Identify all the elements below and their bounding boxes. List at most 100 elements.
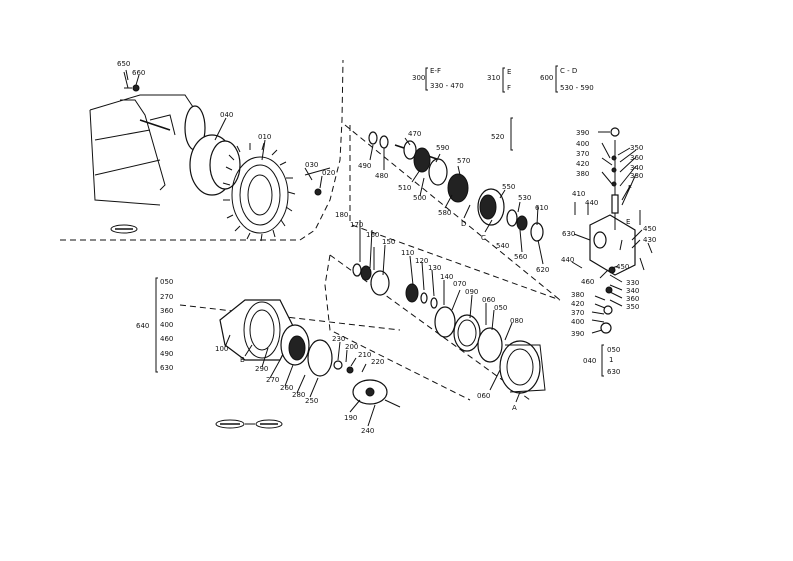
callout-660: 660 bbox=[132, 69, 145, 77]
callout-280: 280 bbox=[292, 391, 305, 399]
hydraulic-motor-assembly bbox=[368, 127, 653, 334]
group-300-key: 300 bbox=[412, 74, 425, 82]
callout-200: 200 bbox=[345, 343, 358, 351]
callout-040: 040 bbox=[220, 111, 233, 119]
callout-020: 020 bbox=[322, 169, 335, 177]
callout-F: F bbox=[628, 184, 632, 192]
callout-380-lower: 380 bbox=[571, 291, 584, 299]
callout-650: 650 bbox=[117, 60, 130, 68]
group-040-item-2: 1 bbox=[609, 356, 613, 364]
callout-340-upper: 340 bbox=[630, 164, 643, 172]
callout-060-upper: 060 bbox=[482, 296, 495, 304]
group-300-item-2: 330 - 470 bbox=[430, 82, 464, 90]
group-640-key: 640 bbox=[136, 322, 149, 330]
group-640-item-3: 360 bbox=[160, 307, 173, 315]
callout-190: 190 bbox=[344, 414, 357, 422]
callout-570: 570 bbox=[457, 157, 470, 165]
group-040-key: 040 bbox=[583, 357, 596, 365]
callout-460: 460 bbox=[581, 278, 594, 286]
callout-250: 250 bbox=[305, 397, 318, 405]
callout-360-upper: 360 bbox=[630, 154, 643, 162]
callout-470: 470 bbox=[408, 130, 421, 138]
callout-010: 010 bbox=[258, 133, 271, 141]
callout-350-upper: 350 bbox=[630, 144, 643, 152]
group-640-item-4: 400 bbox=[160, 321, 173, 329]
callout-360-lower: 360 bbox=[626, 295, 639, 303]
reference-stamp-top bbox=[110, 224, 138, 234]
callout-150: 150 bbox=[382, 238, 395, 246]
callout-210: 210 bbox=[358, 351, 371, 359]
callout-170: 170 bbox=[350, 221, 363, 229]
callout-450-upper: 450 bbox=[643, 225, 656, 233]
group-040: 040 050 1 630 bbox=[583, 344, 620, 377]
callout-400-upper: 400 bbox=[576, 140, 589, 148]
group-310-item-1: E bbox=[507, 68, 511, 76]
leader-lines bbox=[125, 69, 643, 427]
callout-430: 430 bbox=[643, 236, 656, 244]
callout-610: 610 bbox=[535, 204, 548, 212]
sprocket-teeth bbox=[222, 142, 296, 242]
callout-590: 590 bbox=[436, 144, 449, 152]
callout-530: 530 bbox=[518, 194, 531, 202]
callout-160: 160 bbox=[366, 231, 379, 239]
group-600: 600 C - D 530 - 590 bbox=[540, 65, 594, 93]
group-640-item-5: 460 bbox=[160, 335, 173, 343]
callout-A: A bbox=[512, 404, 517, 412]
group-300-item-1: E-F bbox=[430, 67, 441, 75]
group-300: 300 E-F 330 - 470 bbox=[412, 67, 464, 91]
callout-270: 270 bbox=[266, 376, 279, 384]
callout-labels: 650 660 040 010 030 020 470 490 480 590 … bbox=[117, 60, 656, 435]
callout-410: 410 bbox=[572, 190, 585, 198]
callout-420-upper: 420 bbox=[576, 160, 589, 168]
callout-180: 180 bbox=[335, 211, 348, 219]
callout-140: 140 bbox=[440, 273, 453, 281]
callout-330-upper: 330 bbox=[630, 172, 643, 180]
callout-100: 100 bbox=[215, 345, 228, 353]
callout-490: 490 bbox=[358, 162, 371, 170]
group-640-item-7: 630 bbox=[160, 364, 173, 372]
group-640-item-6: 490 bbox=[160, 350, 173, 358]
callout-130: 130 bbox=[428, 264, 441, 272]
callout-400-lower: 400 bbox=[571, 318, 584, 326]
callout-630: 630 bbox=[562, 230, 575, 238]
callout-C: C bbox=[481, 234, 486, 242]
callout-380-upper: 380 bbox=[576, 170, 589, 178]
group-600-key: 600 bbox=[540, 74, 553, 82]
group-640-item-2: 270 bbox=[160, 293, 173, 301]
callout-580: 580 bbox=[438, 209, 451, 217]
callout-260: 260 bbox=[280, 384, 293, 392]
callout-090: 090 bbox=[465, 288, 478, 296]
group-640: 640 050 270 360 400 460 490 630 bbox=[136, 277, 173, 373]
group-310-item-2: F bbox=[507, 84, 511, 92]
callout-500: 500 bbox=[413, 194, 426, 202]
group-600-item-1: C - D bbox=[560, 67, 577, 75]
callout-070: 070 bbox=[453, 280, 466, 288]
brake-drum-assembly bbox=[219, 299, 401, 408]
callout-230: 230 bbox=[332, 335, 345, 343]
callout-080: 080 bbox=[510, 317, 523, 325]
callout-560: 560 bbox=[514, 253, 527, 261]
callout-390-upper: 390 bbox=[576, 129, 589, 137]
callout-440-upper: 440 bbox=[585, 199, 598, 207]
callout-620: 620 bbox=[536, 266, 549, 274]
group-640-item-1: 050 bbox=[160, 278, 173, 286]
section-boundaries bbox=[60, 59, 561, 401]
callout-120: 120 bbox=[415, 257, 428, 265]
reference-stamp-bottom bbox=[215, 419, 283, 429]
callout-220: 220 bbox=[371, 358, 384, 366]
callout-440-lower: 440 bbox=[561, 256, 574, 264]
callout-510: 510 bbox=[398, 184, 411, 192]
callout-350-lower: 350 bbox=[626, 303, 639, 311]
callout-550: 550 bbox=[502, 183, 515, 191]
group-600-item-2: 530 - 590 bbox=[560, 84, 594, 92]
group-040-item-1: 050 bbox=[607, 346, 620, 354]
planetary-gear-set bbox=[352, 263, 546, 394]
callout-520: 520 bbox=[491, 133, 504, 141]
callout-330-lower: 330 bbox=[626, 279, 639, 287]
callout-110: 110 bbox=[401, 249, 414, 257]
callout-D: D bbox=[461, 220, 466, 228]
callout-E: E bbox=[626, 218, 630, 226]
callout-240: 240 bbox=[361, 427, 374, 435]
callout-290: 290 bbox=[255, 365, 268, 373]
